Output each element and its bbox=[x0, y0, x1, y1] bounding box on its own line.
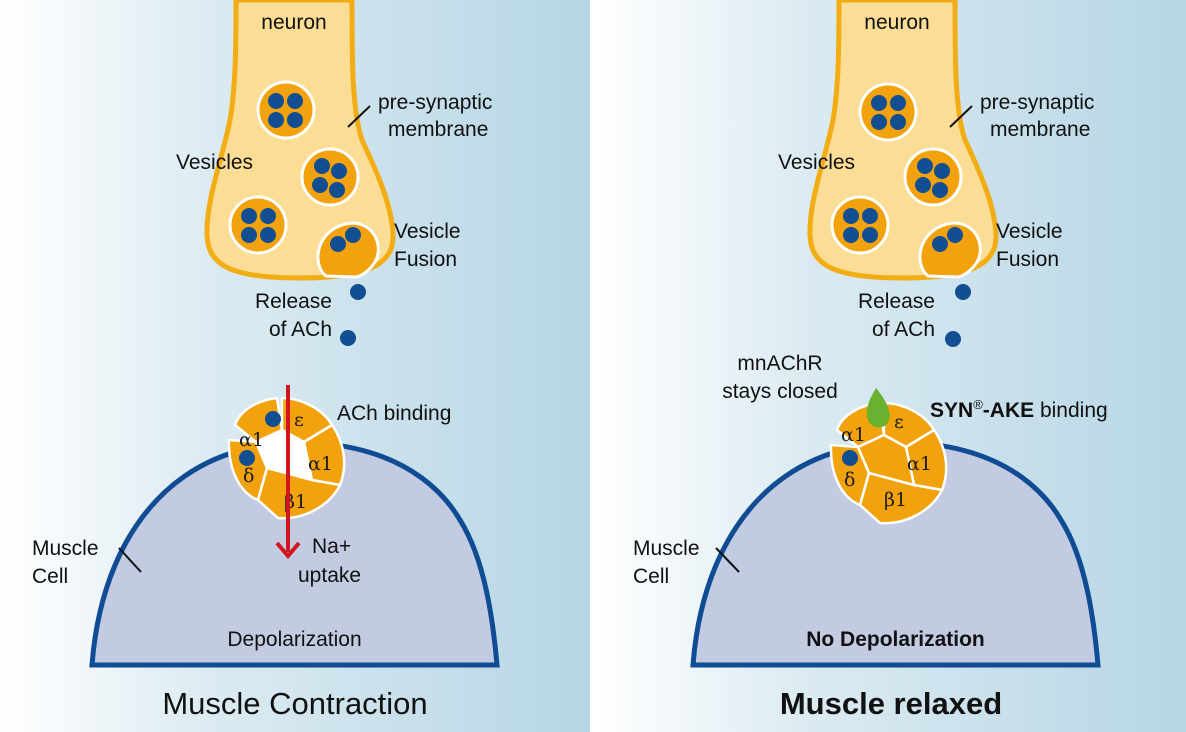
ach-molecules bbox=[312, 158, 347, 198]
released-ach bbox=[350, 284, 366, 300]
vesicle bbox=[858, 82, 918, 142]
subunit-alpha1-top: α1 bbox=[841, 424, 866, 446]
binding-text: binding bbox=[1034, 399, 1108, 422]
vesicle bbox=[903, 147, 963, 207]
contraction-diagram: α1 ε δ α1 β1 bbox=[0, 0, 590, 732]
muscle-label: Muscle bbox=[32, 537, 99, 560]
fusing-vesicle bbox=[316, 221, 380, 279]
ach-molecules bbox=[843, 208, 878, 243]
presynaptic-label-line1: pre-synaptic bbox=[980, 91, 1095, 114]
neuron-label: neuron bbox=[864, 11, 930, 34]
cell-label: Cell bbox=[633, 565, 670, 588]
synake-name-prefix: SYN bbox=[930, 399, 974, 422]
vesicles-label: Vesicles bbox=[176, 151, 254, 174]
presynaptic-pointer bbox=[949, 105, 973, 128]
synake-binding-label: SYN®-AKE binding bbox=[930, 391, 1108, 424]
relaxed-diagram: α1 ε δ α1 β1 bbox=[596, 0, 1186, 732]
subunit-epsilon: ε bbox=[294, 409, 304, 431]
bound-ach bbox=[239, 450, 255, 466]
vesicle bbox=[300, 147, 360, 207]
bound-ach bbox=[842, 450, 858, 466]
presynaptic-pointer bbox=[347, 105, 371, 128]
released-ach bbox=[340, 330, 356, 346]
uptake-label: uptake bbox=[298, 564, 362, 587]
release-label-line1: Release bbox=[254, 290, 332, 313]
release-label-line2: of ACh bbox=[871, 318, 935, 341]
vesicle bbox=[830, 195, 890, 255]
fusing-vesicle bbox=[918, 221, 982, 279]
ach-molecules bbox=[330, 227, 361, 252]
neuron-label: neuron bbox=[261, 11, 327, 34]
release-label-line2: of ACh bbox=[268, 318, 332, 341]
ach-molecules bbox=[932, 227, 963, 252]
synake-peptide bbox=[866, 388, 890, 428]
vesicle-fusion-label-line1: Vesicle bbox=[394, 220, 461, 243]
subunit-beta1: β1 bbox=[884, 489, 907, 511]
subunit-alpha1-top: α1 bbox=[239, 429, 264, 451]
muscle-cell-pointer bbox=[118, 547, 142, 573]
vesicle bbox=[256, 80, 316, 140]
registered-mark: ® bbox=[973, 397, 983, 412]
cell-label: Cell bbox=[32, 565, 69, 588]
subunit-alpha1-right: α1 bbox=[308, 453, 333, 475]
synake-name-suffix: -AKE bbox=[982, 399, 1035, 422]
achr-receptor bbox=[829, 401, 948, 525]
subunit-alpha1-right: α1 bbox=[907, 453, 932, 475]
presynaptic-label-line2: membrane bbox=[388, 118, 489, 141]
panel-title: Muscle relaxed bbox=[779, 686, 1003, 721]
muscle-relaxed-panel: α1 ε δ α1 β1 neuron pre-synaptic membran… bbox=[596, 0, 1186, 732]
vesicle bbox=[228, 195, 288, 255]
subunit-epsilon: ε bbox=[894, 411, 904, 433]
ach-molecules bbox=[241, 208, 276, 243]
released-ach bbox=[955, 284, 971, 300]
subunit-delta: δ bbox=[844, 469, 855, 491]
presynaptic-label-line2: membrane bbox=[990, 118, 1091, 141]
panel-title: Muscle Contraction bbox=[162, 686, 428, 721]
muscle-contraction-panel: α1 ε δ α1 β1 neuron pre-synaptic membran… bbox=[0, 0, 590, 732]
mnachr-label-line1: mnAChR bbox=[737, 352, 823, 375]
vesicles-label: Vesicles bbox=[778, 151, 856, 174]
achr-receptor bbox=[227, 396, 346, 520]
vesicle-fusion-label-line2: Fusion bbox=[394, 248, 458, 271]
subunit-delta: δ bbox=[243, 465, 254, 487]
na-label: Na+ bbox=[312, 535, 352, 558]
ach-molecules bbox=[268, 93, 303, 128]
released-ach bbox=[945, 331, 961, 347]
ach-molecules bbox=[871, 95, 906, 130]
vesicle-fusion-label-line1: Vesicle bbox=[996, 220, 1063, 243]
vesicle-fusion-label-line2: Fusion bbox=[996, 248, 1060, 271]
ach-binding-label: ACh binding bbox=[337, 402, 452, 425]
depolarization-label: Depolarization bbox=[227, 628, 362, 651]
mnachr-label-line2: stays closed bbox=[722, 380, 838, 403]
arrow-head bbox=[275, 541, 301, 560]
muscle-cell-pointer bbox=[715, 547, 740, 573]
muscle-label: Muscle bbox=[633, 537, 700, 560]
release-label-line1: Release bbox=[857, 290, 935, 313]
presynaptic-label-line1: pre-synaptic bbox=[378, 91, 493, 114]
ach-molecules bbox=[915, 158, 950, 198]
depolarization-label: No Depolarization bbox=[806, 628, 985, 651]
bound-ach bbox=[265, 411, 281, 427]
